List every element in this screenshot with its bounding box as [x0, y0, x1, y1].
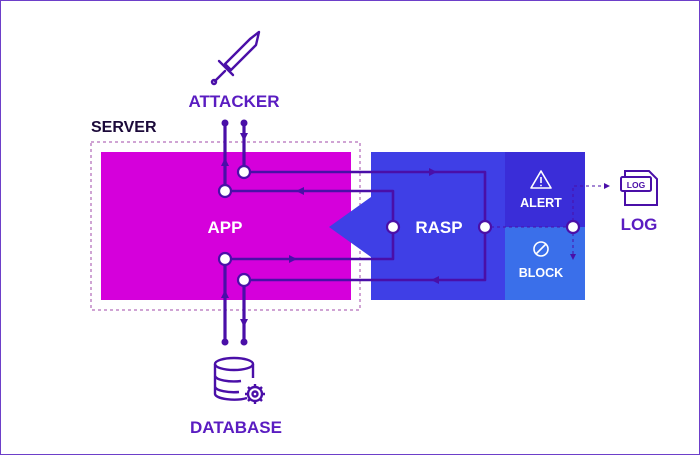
log-icon-text: LOG [627, 180, 646, 190]
block-label: BLOCK [519, 266, 563, 280]
alert-panel [505, 152, 585, 227]
warning-triangle-icon [530, 170, 552, 189]
log-file-icon [620, 170, 658, 206]
prohibited-icon [533, 241, 549, 257]
app-label: APP [208, 218, 243, 237]
flow-nodes [217, 164, 581, 288]
server-label: SERVER [91, 119, 157, 136]
flow-lines [225, 170, 487, 282]
block-panel [505, 227, 585, 300]
database-connectors [223, 259, 246, 342]
database-label: DATABASE [190, 418, 282, 437]
attacker-label: ATTACKER [189, 92, 280, 111]
rasp-label: RASP [415, 218, 462, 237]
rasp-pointer [329, 197, 371, 257]
alert-label: ALERT [520, 196, 562, 210]
sword-icon [210, 30, 261, 86]
log-label: LOG [621, 215, 658, 234]
attacker-connectors [223, 123, 246, 191]
database-gear-icon [213, 356, 265, 404]
